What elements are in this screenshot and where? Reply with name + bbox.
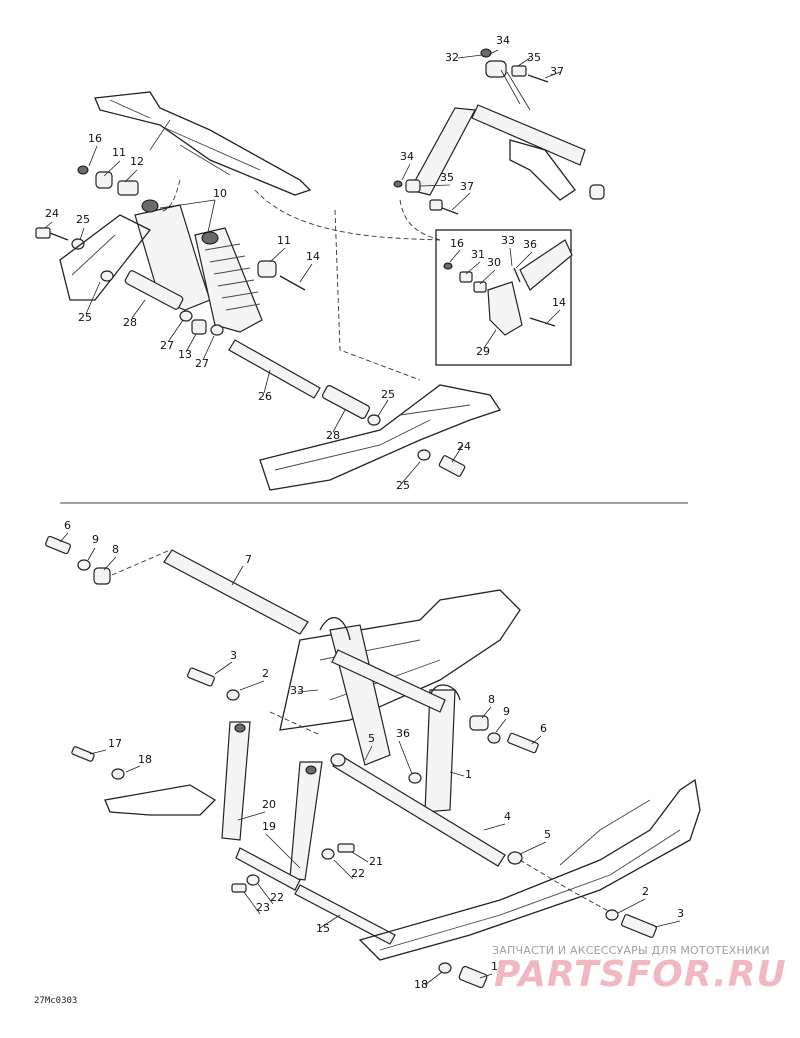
callout-label: 13	[178, 348, 192, 361]
callout-label: 29	[476, 345, 490, 358]
callout-label: 12	[130, 155, 144, 168]
callout-label: 14	[306, 250, 320, 263]
callout-label: 14	[552, 296, 566, 309]
callout-label: 36	[523, 238, 537, 251]
callout-label: 19	[262, 820, 276, 833]
callout-label: 30	[487, 256, 501, 269]
callout-label: 36	[396, 727, 410, 740]
callout-label: 24	[457, 440, 471, 453]
callout-label: 4	[504, 810, 511, 823]
callout-label: 28	[326, 429, 340, 442]
watermark-logo: PARTSFOR.RU	[494, 954, 787, 995]
rear-arm-drawing	[393, 48, 605, 215]
lower-assembly-drawing	[45, 535, 701, 989]
callout-label: 15	[316, 922, 330, 935]
callout-label: 27	[160, 339, 174, 352]
callout-label: 23	[256, 901, 270, 914]
callout-label: 25	[381, 388, 395, 401]
callout-label: 3	[230, 649, 237, 662]
callout-label: 37	[550, 65, 564, 78]
callout-label: 6	[64, 519, 71, 532]
callout-label: 22	[351, 867, 365, 880]
callout-label: 1	[465, 768, 472, 781]
callout-label: 7	[245, 553, 252, 566]
callout-label: 33	[290, 684, 304, 697]
callout-label: 26	[258, 390, 272, 403]
callout-label: 21	[369, 855, 383, 868]
callout-label: 11	[277, 234, 291, 247]
lower-callout-labels: 6 9 8 7 3 2 33 8 9 6 17 18 5 36 1 20 4 1…	[59, 519, 684, 991]
callout-label: 33	[501, 234, 515, 247]
callout-label: 18	[414, 978, 428, 991]
callout-label: 9	[92, 533, 99, 546]
upper-callout-labels: 32 34 35 37 16 11 12 10 34 35 37 24 25 1…	[44, 34, 566, 492]
callout-label: 3	[677, 907, 684, 920]
callout-label: 25	[78, 311, 92, 324]
callout-label: 8	[488, 693, 495, 706]
callout-label: 24	[45, 207, 59, 220]
callout-label: 37	[460, 180, 474, 193]
callout-label: 35	[527, 51, 541, 64]
detail-inset-drawing	[443, 239, 573, 336]
callout-label: 25	[396, 479, 410, 492]
callout-label: 16	[88, 132, 102, 145]
callout-label: 6	[540, 722, 547, 735]
callout-label: 9	[503, 705, 510, 718]
callout-label: 5	[544, 828, 551, 841]
callout-label: 8	[112, 543, 119, 556]
callout-label: 10	[213, 187, 227, 200]
callout-label: 27	[195, 357, 209, 370]
callout-label: 20	[262, 798, 276, 811]
callout-label: 17	[108, 737, 122, 750]
callout-label: 35	[440, 171, 454, 184]
callout-label: 28	[123, 316, 137, 329]
callout-label: 31	[471, 248, 485, 261]
callout-label: 5	[368, 732, 375, 745]
figure-code: 27Mc0303	[34, 996, 78, 1006]
callout-label: 34	[496, 34, 510, 47]
callout-label: 2	[642, 885, 649, 898]
callout-label: 18	[138, 753, 152, 766]
callout-label: 11	[112, 146, 126, 159]
callout-label: 16	[450, 237, 464, 250]
shock-absorber-drawing	[134, 119, 263, 333]
upper-assembly-drawing	[35, 48, 605, 491]
watermark-caption: ЗАПЧАСТИ И АКСЕССУАРЫ ДЛЯ МОТОТЕХНИКИ	[492, 944, 770, 957]
detail-inset-frame	[435, 229, 572, 366]
callout-label: 2	[262, 667, 269, 680]
callout-label: 25	[76, 213, 90, 226]
callout-label: 32	[445, 51, 459, 64]
callout-label: 34	[400, 150, 414, 163]
callout-label: 22	[270, 891, 284, 904]
callout-label: 17	[491, 960, 505, 973]
